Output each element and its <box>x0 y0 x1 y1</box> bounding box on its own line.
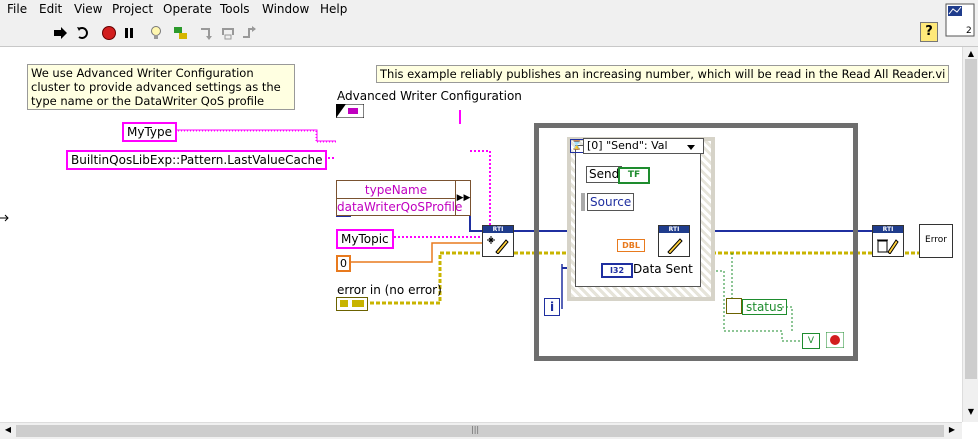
chevron-down-icon[interactable] <box>686 141 696 155</box>
event-case-selector[interactable]: [0] "Send": Val <box>583 138 704 154</box>
menu-help[interactable]: Help <box>320 2 348 16</box>
event-timeout-icon: ⌛ <box>570 139 584 153</box>
menu-project[interactable]: Project <box>112 2 154 16</box>
send-label: Send <box>586 166 623 183</box>
comment-example-description: This example reliably publishes an incre… <box>376 65 950 83</box>
menu-window[interactable]: Window <box>262 2 310 16</box>
bundle-by-name-icon: ▶▶ <box>455 181 471 215</box>
or-function-node[interactable]: V <box>802 333 820 349</box>
adv-writer-config-label: Advanced Writer Configuration <box>337 89 522 103</box>
data-sent-indicator[interactable]: I32 <box>601 263 633 278</box>
scroll-down-icon[interactable]: ▼ <box>967 407 975 416</box>
error-in-control-icon[interactable] <box>336 297 368 311</box>
stop-condition-icon <box>826 332 844 348</box>
svg-text:2: 2 <box>966 26 972 36</box>
pause-icon[interactable] <box>121 25 137 41</box>
rti-header: RTI <box>659 226 689 233</box>
step-over-icon[interactable] <box>221 25 237 41</box>
horizontal-scrollbar[interactable]: ◀ ||| ▶ <box>0 422 962 439</box>
vi-icon: 2 <box>945 3 975 37</box>
loop-iteration-terminal: i <box>544 298 560 316</box>
menu-edit[interactable]: Edit <box>39 2 63 16</box>
vertical-scrollbar[interactable]: ▲ ▼ <box>962 47 978 422</box>
qos-profile-constant[interactable]: BuiltinQosLibExp::Pattern.LastValueCache <box>66 150 328 170</box>
cluster-constant-icon[interactable] <box>336 104 364 118</box>
vertical-scroll-thumb[interactable] <box>965 59 977 379</box>
data-sent-label: Data Sent <box>633 262 693 276</box>
retain-wire-values-icon[interactable] <box>173 25 189 41</box>
rti-header: RTI <box>873 226 903 233</box>
menu-bar: File Edit View Project Operate Tools Win… <box>0 0 978 18</box>
cluster-field-qos-profile[interactable]: dataWriterQoSProfile <box>337 200 463 214</box>
type-name-constant[interactable]: MyType <box>122 122 178 142</box>
error-handler-node[interactable]: Error <box>919 224 953 258</box>
advanced-writer-config-cluster[interactable]: typeName dataWriterQoSProfile ▶▶ <box>336 180 471 216</box>
write-pencil-icon <box>667 238 683 254</box>
delete-writer-node[interactable]: RTI <box>872 225 904 257</box>
scroll-marker-icon <box>0 214 9 222</box>
context-help-button[interactable]: ? <box>920 22 938 42</box>
menu-tools[interactable]: Tools <box>220 2 250 16</box>
scroll-grip: ||| <box>471 425 480 434</box>
highlight-execution-icon[interactable] <box>148 25 164 41</box>
status-label: status <box>742 299 787 315</box>
run-continuously-icon[interactable] <box>76 25 92 41</box>
horizontal-scroll-thumb[interactable]: ||| <box>16 425 944 437</box>
scroll-left-icon[interactable]: ◀ <box>4 425 12 434</box>
source-bracket <box>581 193 585 211</box>
cluster-field-type-name[interactable]: typeName <box>364 183 428 197</box>
create-writer-node[interactable]: RTI <box>482 225 514 257</box>
write-node[interactable]: RTI <box>658 225 690 257</box>
cluster-divider <box>337 198 455 199</box>
scroll-right-icon[interactable]: ▶ <box>948 425 956 434</box>
step-out-icon[interactable] <box>241 25 257 41</box>
error-in-label: error in (no error) <box>337 283 442 297</box>
to-double-node[interactable]: DBL <box>617 239 645 252</box>
while-loop[interactable] <box>534 123 858 361</box>
status-unbundle-icon <box>726 298 742 314</box>
block-diagram: We use Advanced Writer Configuration clu… <box>0 47 962 422</box>
menu-view[interactable]: View <box>74 2 103 16</box>
run-arrow-icon[interactable] <box>52 25 68 41</box>
source-label: Source <box>587 193 635 211</box>
menu-file[interactable]: File <box>7 2 28 16</box>
zero-orange-constant[interactable]: 0 <box>336 255 351 272</box>
rti-header: RTI <box>483 226 513 233</box>
comment-advanced-config: We use Advanced Writer Configuration clu… <box>27 64 295 110</box>
topic-constant[interactable]: MyTopic <box>336 229 394 249</box>
create-writer-icon <box>487 236 509 254</box>
delete-trash-icon <box>877 239 899 254</box>
send-boolean-terminal: TF <box>618 167 650 184</box>
step-into-icon[interactable] <box>199 25 215 41</box>
menu-operate[interactable]: Operate <box>163 2 212 16</box>
abort-icon[interactable] <box>101 25 117 41</box>
toolbar: ? 2 <box>0 3 978 47</box>
scroll-up-icon[interactable]: ▲ <box>967 49 975 58</box>
